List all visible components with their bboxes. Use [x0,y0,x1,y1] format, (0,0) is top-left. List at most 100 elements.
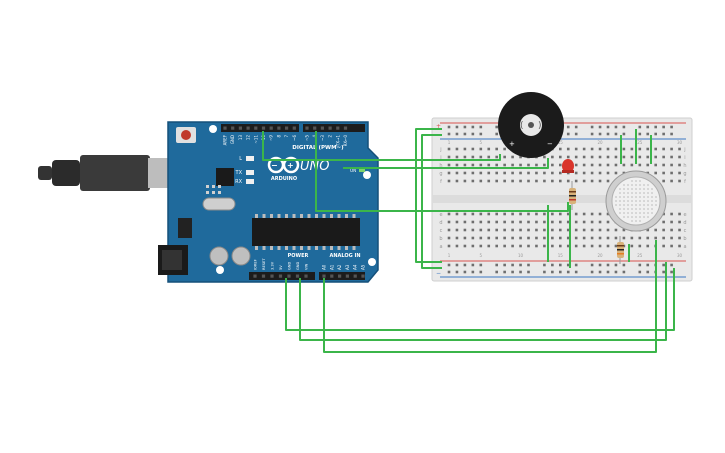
breadboard-hole[interactable] [590,171,594,175]
rail-hole[interactable] [662,125,665,129]
breadboard-hole[interactable] [511,236,514,240]
breadboard-hole[interactable] [535,244,538,248]
power-pin-hole[interactable] [261,274,266,278]
digital-pin-hole[interactable] [336,126,340,130]
rail-hole[interactable] [479,125,483,129]
rail-hole[interactable] [527,263,530,267]
breadboard-hole[interactable] [670,220,673,224]
breadboard-hole[interactable] [630,147,634,151]
breadboard-hole[interactable] [614,155,618,159]
breadboard-hole[interactable] [606,155,610,159]
rail-hole[interactable] [590,132,594,136]
rail-hole[interactable] [503,263,506,267]
breadboard-hole[interactable] [479,171,483,175]
breadboard-hole[interactable] [511,179,514,183]
rail-hole[interactable] [606,125,610,129]
digital-pin-hole[interactable] [320,126,324,130]
rail-hole[interactable] [511,270,514,274]
breadboard-hole[interactable] [487,179,491,183]
breadboard-hole[interactable] [574,163,578,167]
breadboard-hole[interactable] [471,236,475,240]
breadboard-hole[interactable] [463,236,467,240]
rail-hole[interactable] [590,125,594,129]
rail-hole[interactable] [471,132,475,136]
rail-hole[interactable] [447,125,451,129]
rail-hole[interactable] [543,263,546,267]
breadboard-hole[interactable] [566,228,570,232]
breadboard-hole[interactable] [455,179,459,183]
digital-pin-hole[interactable] [254,126,258,130]
breadboard-hole[interactable] [495,212,498,216]
breadboard-hole[interactable] [455,163,459,167]
breadboard-hole[interactable] [614,163,618,167]
breadboard-hole[interactable] [511,171,514,175]
rail-hole[interactable] [519,270,522,274]
breadboard-hole[interactable] [471,212,475,216]
breadboard-hole[interactable] [670,244,673,248]
rail-hole[interactable] [463,263,467,267]
digital-pin-hole[interactable] [313,126,317,130]
breadboard-hole[interactable] [598,163,602,167]
breadboard-hole[interactable] [638,244,642,248]
breadboard-hole[interactable] [559,163,562,167]
breadboard-hole[interactable] [471,220,475,224]
rail-hole[interactable] [447,263,451,267]
digital-pin-hole[interactable] [328,126,332,130]
breadboard-hole[interactable] [535,212,538,216]
breadboard-hole[interactable] [519,228,522,232]
analog-pin-hole[interactable] [322,274,326,278]
breadboard-hole[interactable] [582,171,586,175]
breadboard-hole[interactable] [646,155,650,159]
rail-hole[interactable] [574,125,578,129]
rail-hole[interactable] [527,270,530,274]
breadboard-hole[interactable] [559,244,562,248]
breadboard-hole[interactable] [598,212,602,216]
breadboard-hole[interactable] [495,171,498,175]
rail-hole[interactable] [471,270,475,274]
breadboard-hole[interactable] [527,179,530,183]
rail-hole[interactable] [646,263,650,267]
breadboard-hole[interactable] [574,179,578,183]
breadboard-hole[interactable] [566,244,570,248]
analog-pin-hole[interactable] [345,274,349,278]
breadboard-hole[interactable] [582,220,586,224]
breadboard-hole[interactable] [471,147,475,151]
breadboard-hole[interactable] [630,163,634,167]
digital-pin-hole[interactable] [285,126,289,130]
breadboard-hole[interactable] [590,155,594,159]
breadboard-hole[interactable] [479,155,483,159]
breadboard-hole[interactable] [511,155,514,159]
breadboard-hole[interactable] [519,179,522,183]
rail-hole[interactable] [551,263,554,267]
breadboard-hole[interactable] [606,212,610,216]
breadboard-hole[interactable] [471,171,475,175]
breadboard-hole[interactable] [670,212,673,216]
breadboard-hole[interactable] [447,220,451,224]
breadboard-hole[interactable] [503,171,506,175]
breadboard-hole[interactable] [638,155,642,159]
rail-hole[interactable] [598,263,602,267]
breadboard-hole[interactable] [527,171,530,175]
breadboard-hole[interactable] [543,220,546,224]
breadboard-hole[interactable] [590,147,594,151]
rail-hole[interactable] [654,125,657,129]
breadboard-hole[interactable] [582,147,586,151]
rail-hole[interactable] [622,263,626,267]
rail-hole[interactable] [519,263,522,267]
breadboard-hole[interactable] [559,228,562,232]
breadboard-hole[interactable] [447,244,451,248]
breadboard-hole[interactable] [447,147,451,151]
breadboard-hole[interactable] [574,147,578,151]
breadboard-hole[interactable] [463,155,467,159]
breadboard-hole[interactable] [551,220,554,224]
breadboard-hole[interactable] [527,212,530,216]
breadboard-hole[interactable] [678,236,681,240]
rail-hole[interactable] [471,125,475,129]
breadboard-hole[interactable] [447,171,451,175]
rail-hole[interactable] [662,270,665,274]
breadboard-hole[interactable] [606,147,610,151]
breadboard-hole[interactable] [606,171,610,175]
breadboard-hole[interactable] [551,212,554,216]
breadboard-hole[interactable] [463,171,467,175]
rail-hole[interactable] [646,270,650,274]
